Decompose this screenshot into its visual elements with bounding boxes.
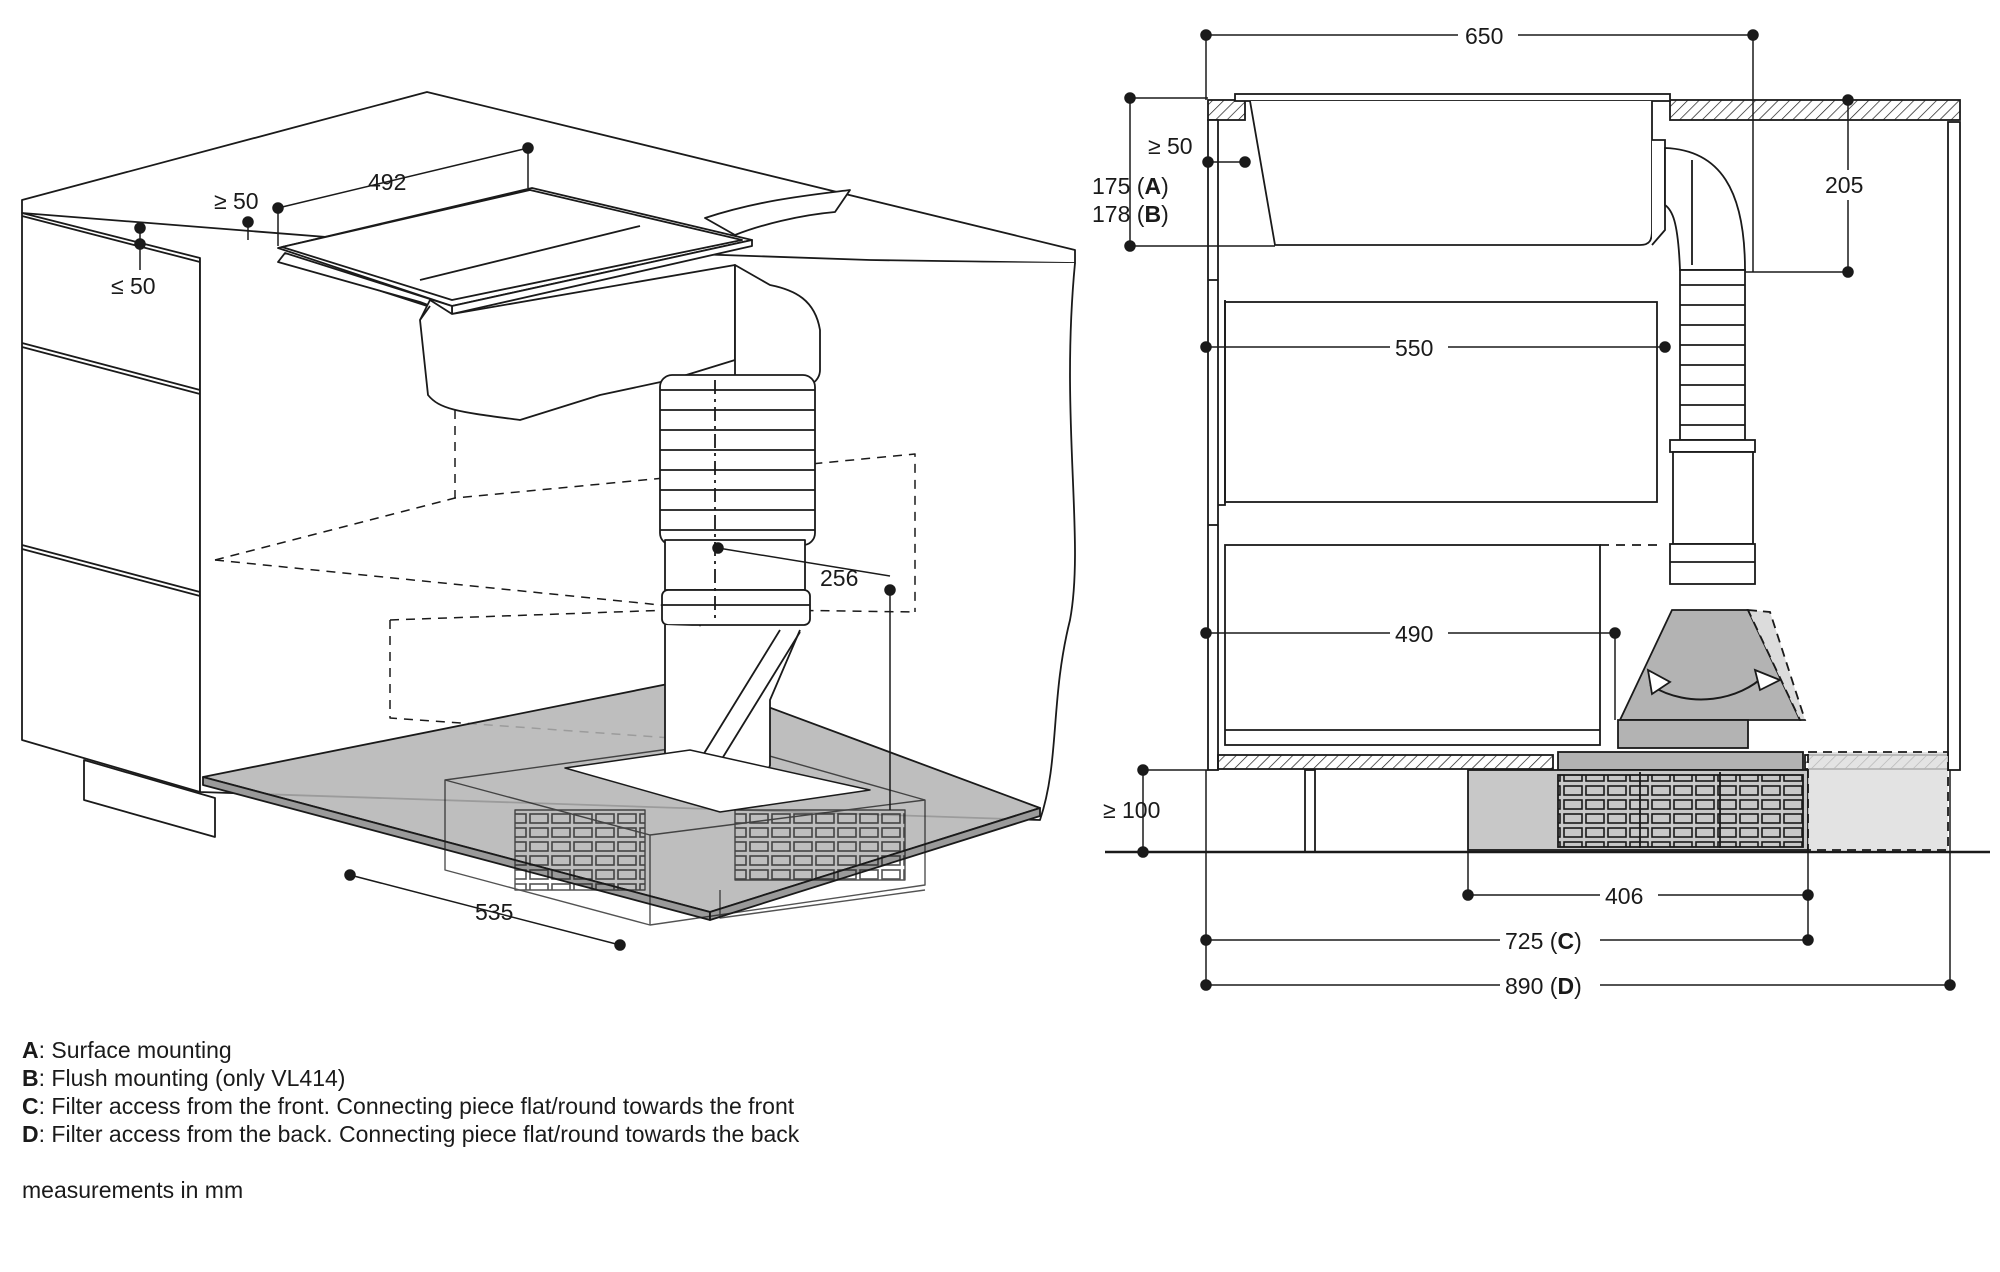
dim-175-a: 175 (A) [1092,173,1169,199]
worktop [21,91,1076,264]
unit-note: measurements in mm [22,1177,244,1203]
section-filter-box [1557,751,1804,771]
legend-item-c: C: Filter access from the front. Connect… [22,1093,795,1119]
cooktop-housing [419,264,736,421]
section-view [1105,93,1990,854]
dim-890-d: 890 (D) [1505,973,1582,999]
left-side-panel [1207,119,1219,771]
worktop-section-right [1669,99,1961,121]
worktop-section-left [1207,99,1246,121]
dim-178-b: 178 (B) [1092,201,1169,227]
dim-490: 490 [1395,621,1433,647]
cooktop-tub [1249,100,1653,246]
section-dimension-labels: 650 ≥ 50 175 (A) 178 (B) 205 550 490 ≥ 1… [1092,20,1878,1001]
bottom-shelf-left [1217,754,1554,770]
filter-unit [444,741,926,926]
dim-406: 406 [1605,883,1643,909]
dim-535: 535 [475,899,513,925]
legend: A: Surface mounting B: Flush mounting (o… [22,1036,799,1148]
plinth [83,759,216,838]
dim-650: 650 [1465,23,1503,49]
dim-492: 492 [368,169,406,195]
dim-min-50-right: ≥ 50 [1148,133,1193,159]
dim-725-c: 725 (C) [1505,928,1582,954]
perspective-view [21,91,1076,926]
upper-drawer [1224,301,1658,503]
legend-item-a: A: Surface mounting [22,1037,232,1063]
right-wall [1947,121,1961,771]
dim-256: 256 [820,565,858,591]
legend-item-d: D: Filter access from the back. Connecti… [22,1121,800,1147]
dim-min-100: ≥ 100 [1103,797,1160,823]
drawer-front [21,212,201,793]
flex-duct [659,264,821,778]
section-flex-duct [1669,269,1756,585]
dim-205: 205 [1825,172,1863,198]
dim-min-50-left: ≥ 50 [214,188,259,214]
elbow-duct [1664,147,1746,271]
back-panel [199,258,1076,821]
perspective-dimension-labels: 492 ≥ 50 ≤ 50 256 535 [111,169,858,925]
drawer-line [21,342,201,391]
perspective-dimensions [134,142,896,951]
cooktop-section [1234,93,1671,102]
dim-550: 550 [1395,335,1433,361]
dim-max-50: ≤ 50 [111,273,156,299]
legend-item-b: B: Flush mounting (only VL414) [22,1065,346,1091]
